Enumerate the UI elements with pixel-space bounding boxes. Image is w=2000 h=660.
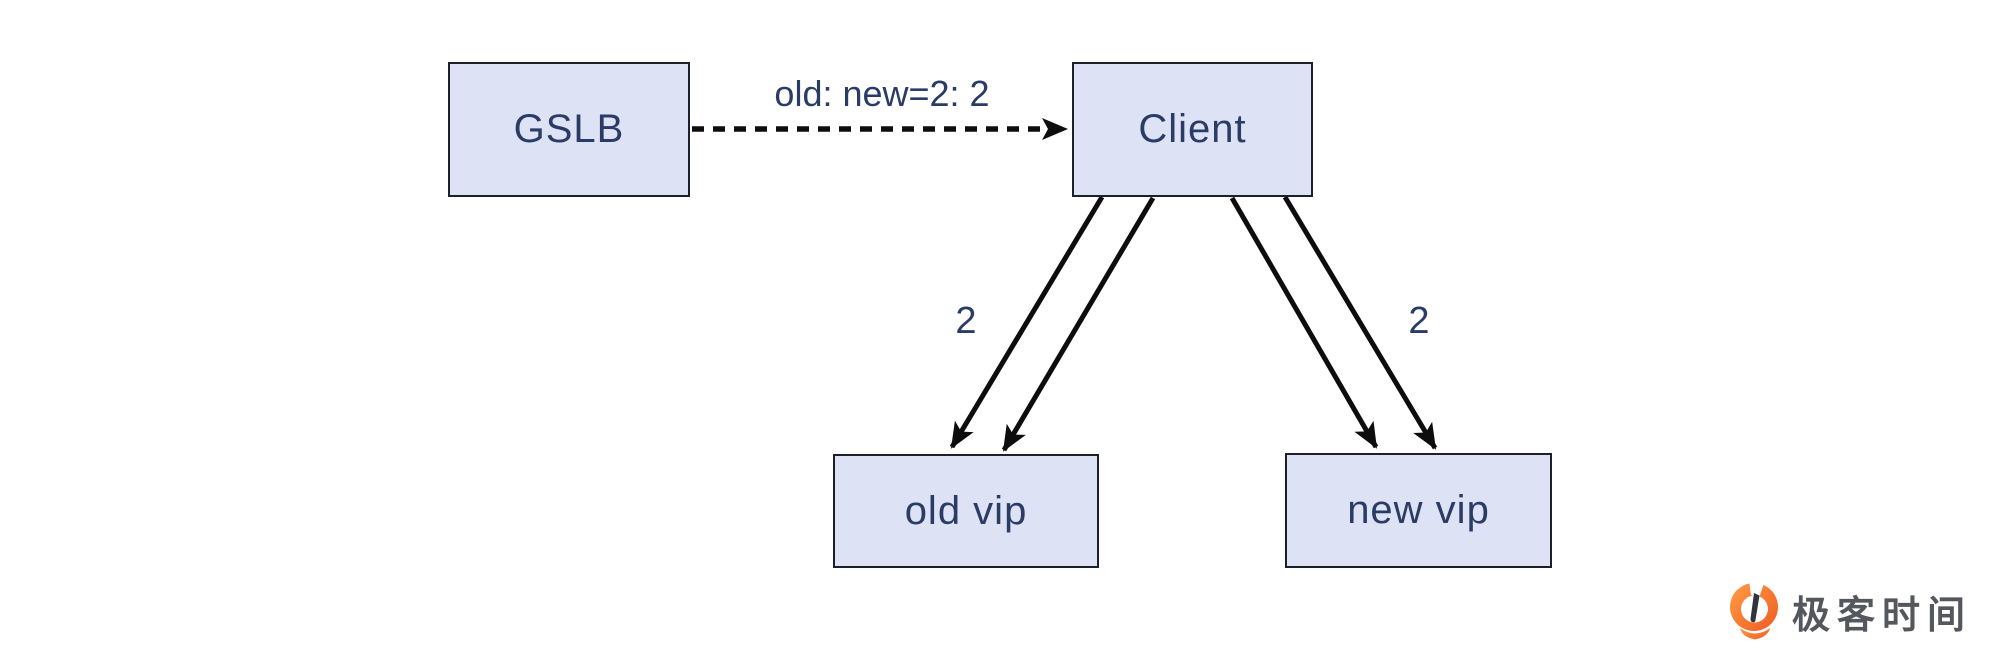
edge-weight-new-vip: 2	[1408, 300, 1430, 342]
geektime-logo: 极客时间	[1728, 582, 1972, 640]
node-new-vip-label: new vip	[1347, 488, 1490, 532]
edge-weight-old-vip: 2	[955, 300, 977, 342]
geektime-logo-text: 极客时间	[1792, 594, 1973, 637]
arrow-client-to-old-vip-1	[949, 195, 1105, 449]
edge-label-gslb-to-client: old: new=2: 2	[774, 73, 990, 114]
node-client: Client	[1072, 62, 1313, 197]
node-gslb-label: GSLB	[513, 107, 625, 151]
node-gslb: GSLB	[448, 62, 690, 197]
arrow-client-to-new-vip-1	[1229, 196, 1379, 449]
node-client-label: Client	[1138, 107, 1247, 151]
geektime-logo-icon	[1730, 582, 1778, 640]
arrow-client-to-new-vip-2	[1282, 195, 1438, 450]
node-old-vip: old vip	[833, 454, 1099, 568]
node-old-vip-label: old vip	[904, 488, 1028, 533]
arrow-client-to-old-vip-2	[1001, 196, 1156, 452]
node-new-vip: new vip	[1285, 453, 1552, 568]
